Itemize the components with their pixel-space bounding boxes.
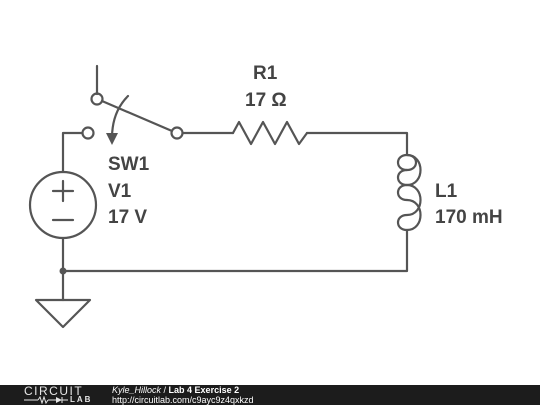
resistor-name-label: R1 [253,63,278,84]
coil-3 [396,153,422,202]
inductor-value-label: 170 mH [435,207,503,228]
footer-separator: / [161,385,169,395]
coil-2 [396,168,409,187]
footer-bar: CIRCUIT LAB Kyle_Hillock / Lab 4 Exercis… [0,385,540,405]
resistor-value-label: 17 Ω [245,90,287,111]
circuitlab-logo-text: CIRCUIT [24,384,84,398]
voltage-source-v1 [28,170,98,240]
switch-action-arrow [110,94,130,140]
switch-arrow-head-icon [106,133,118,145]
junction-node [59,267,67,275]
wires [59,131,409,302]
switch-blade [100,99,174,133]
wire-resistor-to-inductor [305,131,409,157]
ground-icon [34,298,92,329]
footer-credit: Kyle_Hillock / Lab 4 Exercise 2 [112,385,239,395]
coil-5 [405,198,422,232]
footer-author[interactable]: Kyle_Hillock [112,385,162,395]
inductor-l1 [396,153,422,232]
circuitlab-logo-icon [24,396,68,404]
source-name-label: V1 [108,181,132,202]
switch-name-label: SW1 [108,154,150,175]
coil-4 [396,183,422,232]
circuit-schematic: R1 17 Ω SW1 V1 17 V L1 170 mH [28,63,503,329]
switch-sw1 [81,64,184,145]
source-value-label: 17 V [108,207,147,228]
footer-url[interactable]: http://circuitlab.com/c9ayc9z4qxkzd [112,395,254,405]
source-circle [28,170,98,240]
wire-bottom-return [61,228,409,273]
switch-open-terminal [81,126,95,140]
resistor-r1 [231,120,309,146]
switch-pivot-terminal [90,92,104,106]
circuitlab-logo-lab: LAB [70,395,93,404]
inductor-name-label: L1 [435,181,458,202]
switch-closed-terminal [170,126,184,140]
footer-title[interactable]: Lab 4 Exercise 2 [168,385,240,395]
wire-source-to-switch [61,131,84,174]
